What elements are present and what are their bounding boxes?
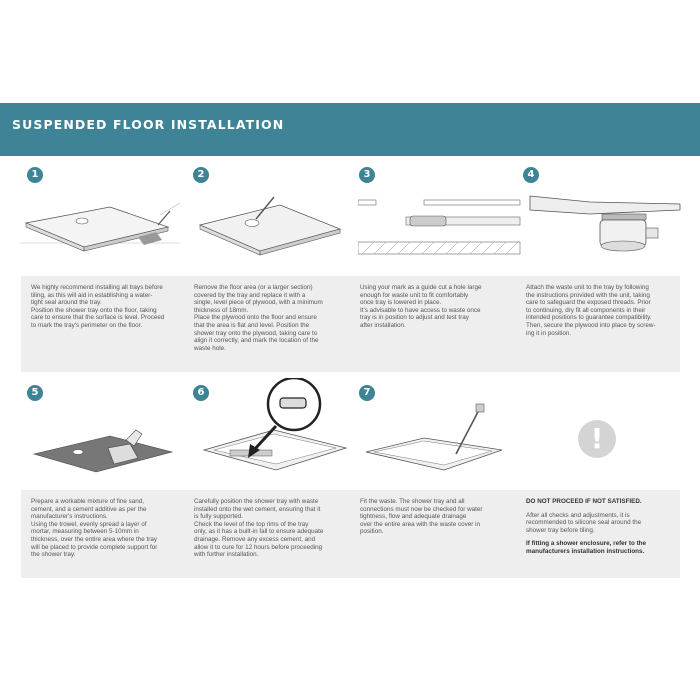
illustration-pipe-cutaway [358, 199, 521, 255]
exclamation-icon: ! [578, 420, 616, 458]
illustration-mortar-trowel [32, 429, 174, 473]
step-number-1: 1 [27, 167, 43, 183]
page-title: SUSPENDED FLOOR INSTALLATION [12, 117, 285, 132]
step-6-text: Carefully position the shower tray with … [184, 490, 350, 578]
step-2-text: Remove the floor area (or a larger secti… [184, 276, 350, 372]
illustration-waste-unit [529, 195, 681, 252]
step-number-5: 5 [27, 385, 43, 401]
step-number-3: 3 [359, 167, 375, 183]
header-bar: SUSPENDED FLOOR INSTALLATION [0, 103, 700, 156]
step-3-text: Using your mark as a guide cut a hole la… [350, 276, 516, 372]
step-4-text: Attach the waste unit to the tray by fol… [516, 276, 680, 372]
step-number-6: 6 [193, 385, 209, 401]
step-number-7: 7 [359, 385, 375, 401]
warning-heading: DO NOT PROCEED IF NOT SATISFIED. [526, 498, 642, 505]
illustration-silicone-sealing [365, 403, 503, 471]
step-1-text: We highly recommend installing all trays… [21, 276, 184, 372]
step-number-4: 4 [523, 167, 539, 183]
illustration-tray-on-floor [20, 202, 180, 252]
illustration-tray-on-cement [202, 378, 348, 471]
step-number-2: 2 [193, 167, 209, 183]
step-5-text: Prepare a workable mixture of fine sand,… [21, 490, 184, 578]
warning-footer-line-1: If fitting a shower enclosure, refer to … [526, 540, 647, 548]
warning-text: DO NOT PROCEED IF NOT SATISFIED. After a… [516, 490, 680, 578]
illustration-plywood [198, 196, 342, 256]
warning-footer-line-2: manufacturers installation instructions. [526, 547, 645, 555]
